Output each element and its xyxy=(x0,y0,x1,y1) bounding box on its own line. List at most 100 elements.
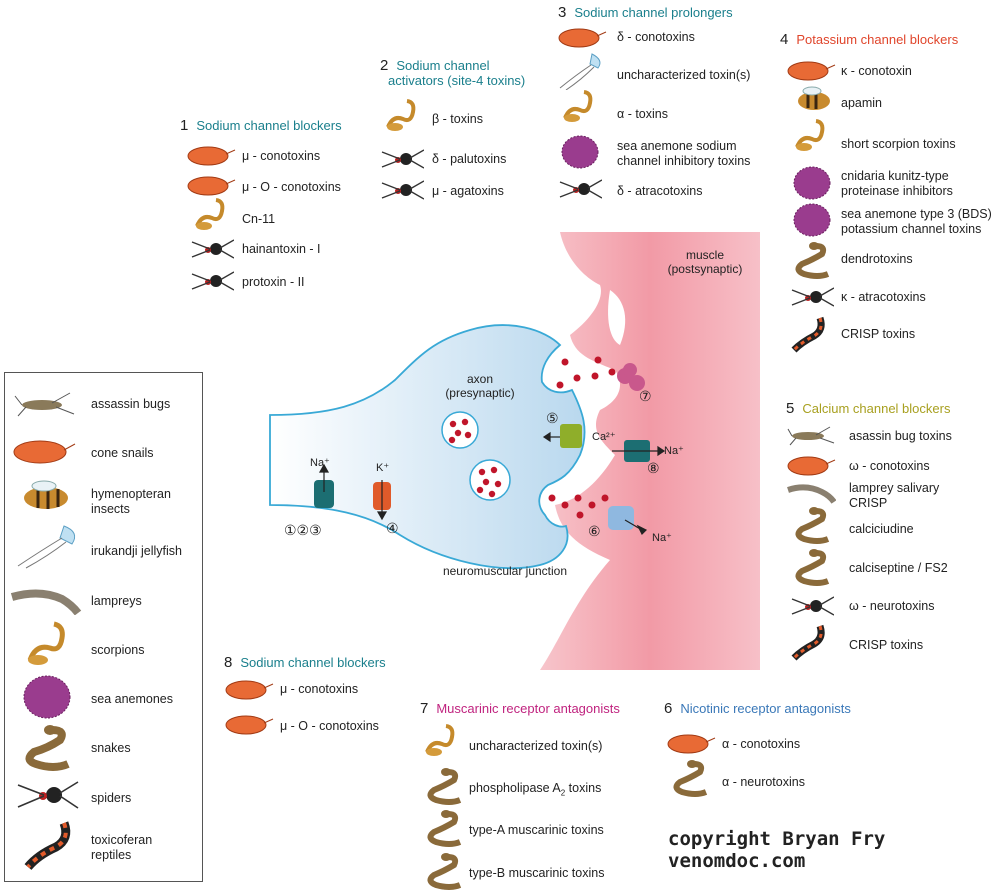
cone-snail-icon xyxy=(558,28,607,48)
na-ion-label: Na⁺ xyxy=(310,457,330,469)
s2-item: δ - palutoxins xyxy=(432,152,507,166)
scorpion-icon xyxy=(425,724,455,756)
scorpion-icon xyxy=(195,198,225,230)
copyright: copyright Bryan Fry venomdoc.com xyxy=(668,828,885,872)
legend-label: irukandji jellyfish xyxy=(91,544,183,558)
legend-label: lampreys xyxy=(91,594,142,608)
spider-icon xyxy=(791,596,834,616)
muscarinic-receptor xyxy=(617,363,645,391)
legend-label: hymenopteran insects xyxy=(91,487,171,517)
cone-snail-icon xyxy=(667,734,716,754)
na-ion-muscle-label: Na⁺ xyxy=(664,445,684,457)
cone-snail-icon xyxy=(187,176,236,196)
snake-icon xyxy=(427,768,462,805)
marker-5: ⑤ xyxy=(546,410,559,426)
snake-icon xyxy=(427,810,462,847)
s5-item: asassin bug toxins xyxy=(849,429,952,443)
s5-item: CRISP toxins xyxy=(849,638,924,652)
sea-anemone-icon xyxy=(561,135,599,169)
snake-icon xyxy=(795,242,830,279)
s1-item: protoxin - II xyxy=(242,275,305,289)
s3-item: δ - atracotoxins xyxy=(617,184,703,198)
cone-snail-icon xyxy=(787,456,836,476)
scorpion-icon xyxy=(27,621,65,665)
legend-label: snakes xyxy=(91,741,131,755)
spider-icon xyxy=(191,239,234,259)
s5-item: ω - conotoxins xyxy=(849,459,930,473)
marker-6: ⑥ xyxy=(588,523,601,539)
s7-item: type-B muscarinic toxins xyxy=(469,866,605,880)
assassin-bug-icon xyxy=(14,392,75,417)
legend-label: cone snails xyxy=(91,446,154,460)
legend-label: assassin bugs xyxy=(91,397,171,411)
s1-item: μ - O - conotoxins xyxy=(242,180,341,194)
muscle-label: muscle (postsynaptic) xyxy=(660,248,750,276)
copyright-url: venomdoc.com xyxy=(668,850,806,872)
s3-item: α - toxins xyxy=(617,107,668,121)
na-ion-receptor-label: Na⁺ xyxy=(652,532,672,544)
assassin-bug-icon xyxy=(787,426,835,446)
s3-item: sea anemone sodium xyxy=(617,139,737,153)
s5-item: calciseptine / FS2 xyxy=(849,561,948,575)
s4-item: short scorpion toxins xyxy=(841,137,956,151)
s4-item: κ - atracotoxins xyxy=(841,290,926,304)
toxicoferan-reptile-icon xyxy=(24,821,71,870)
s2-item: β - toxins xyxy=(432,112,483,126)
muscle-label-1: muscle xyxy=(685,248,724,262)
marker-8: ⑧ xyxy=(647,460,660,476)
sodium-channel xyxy=(314,480,334,508)
s1-item: hainantoxin - I xyxy=(242,242,321,256)
muscle-label-2: (postsynaptic) xyxy=(667,262,743,276)
s4-item: apamin xyxy=(841,96,882,110)
lamprey-icon xyxy=(10,589,82,615)
nmj-label: neuromuscular junction xyxy=(442,564,568,578)
s4-item: potassium channel toxins xyxy=(841,222,982,236)
s4-item: dendrotoxins xyxy=(841,252,913,266)
legend-label-line: hymenopteran xyxy=(91,487,171,501)
spider-icon xyxy=(559,179,602,199)
jellyfish-icon xyxy=(559,53,601,90)
s4-item: κ - conotoxin xyxy=(841,64,912,78)
bee-icon xyxy=(24,480,68,509)
s5-item: lamprey salivary xyxy=(849,481,940,495)
s4-item: CRISP toxins xyxy=(841,327,916,341)
s3-item: uncharacterized toxin(s) xyxy=(617,68,751,82)
marker-4: ④ xyxy=(386,520,399,536)
legend-label-line: reptiles xyxy=(91,848,132,862)
marker-7: ⑦ xyxy=(639,388,652,404)
sea-anemone-icon xyxy=(793,166,831,200)
snake-icon xyxy=(795,507,830,544)
spider-icon xyxy=(17,781,79,809)
scorpion-icon xyxy=(563,90,593,122)
legend-label: toxicoferan reptiles xyxy=(91,833,152,863)
s7-item: type-A muscarinic toxins xyxy=(469,823,604,837)
snake-icon xyxy=(795,549,830,586)
s1-item: Cn-11 xyxy=(242,212,276,226)
spider-icon xyxy=(381,149,424,169)
axon-label-1: axon xyxy=(466,372,494,386)
bee-icon xyxy=(798,86,830,110)
cone-snail-icon xyxy=(13,440,76,464)
spider-icon xyxy=(191,271,234,291)
nicotinic-receptor xyxy=(608,506,634,530)
s7-item: phospholipase A2 toxins xyxy=(469,781,602,798)
spider-icon xyxy=(791,287,834,307)
s4-item: proteinase inhibitors xyxy=(841,184,953,198)
sea-anemone-icon xyxy=(793,203,831,237)
legend xyxy=(4,372,203,882)
axon-label-2: (presynaptic) xyxy=(445,386,515,400)
s5-item: ω - neurotoxins xyxy=(849,599,935,613)
cone-snail-icon xyxy=(225,715,274,735)
spider-icon xyxy=(381,180,424,200)
legend-label: scorpions xyxy=(91,643,145,657)
ca-ion-label: Ca²⁺ xyxy=(592,431,616,443)
scorpion-icon xyxy=(795,119,825,151)
jellyfish-icon xyxy=(17,525,76,569)
marker-123: ①②③ xyxy=(284,522,322,538)
